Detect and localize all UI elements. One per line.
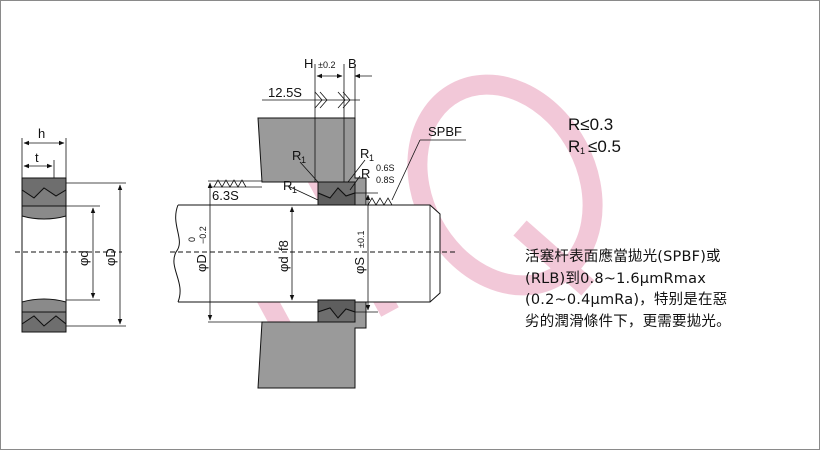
radius-spec-r1-sub: 1 <box>580 146 585 156</box>
label-spbf: SPBF <box>428 124 462 139</box>
label-H: H <box>304 56 313 71</box>
radius-spec-r1-prefix: R <box>568 137 580 156</box>
label-t: t <box>35 150 39 165</box>
label-phi-d: φd <box>76 250 91 266</box>
label-R1-right: R <box>360 146 369 161</box>
surface-finish-note: 活塞杆表面應當拋光(SPBF)或 (RLB)到0.8~1.6μmRmax (0.… <box>525 247 815 333</box>
label-R1-upper: R <box>292 148 301 163</box>
note-line: (0.2~0.4μmRa)，特别是在惡 <box>525 292 728 308</box>
label-R1-upper-sub: 1 <box>301 155 306 165</box>
label-phi-D-rod: φD <box>194 254 209 272</box>
label-f8: f8 <box>276 240 291 251</box>
radius-spec-r1-value: ≤0.5 <box>588 137 621 156</box>
label-phi-D: φD <box>103 248 118 266</box>
label-roughness-12-5s: 12.5S <box>268 85 302 100</box>
label-phi-d-f8: φd <box>276 256 291 272</box>
label-R: R <box>361 166 370 181</box>
radius-spec-r: R≤0.3 <box>568 115 613 134</box>
label-phi-D-tol-upper: 0 <box>187 237 197 242</box>
label-h: h <box>38 126 45 141</box>
seal-profile-left: h t φd φD <box>15 126 126 333</box>
label-phi-S: φS <box>352 257 367 274</box>
label-R1-mid-sub: 1 <box>292 185 297 195</box>
label-roughness-0-6s: 0.6S <box>376 163 395 173</box>
label-roughness-0-8s: 0.8S <box>376 175 395 185</box>
note-line: (RLB)到0.8~1.6μmRmax <box>525 270 707 287</box>
label-roughness-6-3s: 6.3S <box>212 188 239 203</box>
installation-drawing: H ±0.2 B 12.5S R 1 R 1 R 1 R 0.6S 0.8S S… <box>170 56 466 389</box>
note-line: 劣的潤滑條件下，更需要拋光。 <box>525 313 731 330</box>
label-phi-S-tol: ±0.1 <box>356 231 366 248</box>
radius-spec: R≤0.3 R 1 ≤0.5 <box>568 115 621 156</box>
note-line: 活塞杆表面應當拋光(SPBF)或 <box>525 249 721 265</box>
label-R1-mid: R <box>283 178 292 193</box>
label-B: B <box>348 56 357 71</box>
label-H-tol: ±0.2 <box>318 60 335 70</box>
label-R1-right-sub: 1 <box>369 153 374 163</box>
label-phi-D-tol-lower: −0.2 <box>198 226 208 244</box>
